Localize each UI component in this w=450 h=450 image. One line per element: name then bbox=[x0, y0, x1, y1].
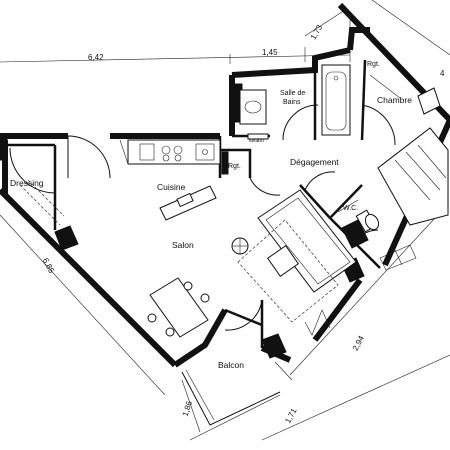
room-label-salon: Salon bbox=[172, 240, 194, 250]
balcony bbox=[181, 361, 293, 426]
room-label-degagement: Dégagement bbox=[290, 157, 339, 167]
dim-balcony-left: 1,86 bbox=[181, 399, 195, 417]
label-lavabo: lavabo bbox=[249, 138, 264, 144]
bedroom-furniture bbox=[369, 74, 449, 271]
salon-furniture bbox=[231, 189, 357, 336]
room-label-rgt-kitchen: Rgt. bbox=[228, 163, 241, 170]
column-left-2 bbox=[54, 225, 79, 251]
dim-left-diag: 6,85 bbox=[41, 257, 57, 275]
room-label-dressing: Dressing bbox=[10, 178, 44, 188]
dim-top-width: 6,42 bbox=[88, 53, 104, 62]
column-kitchen bbox=[221, 151, 229, 175]
room-label-balcon: Balcon bbox=[218, 360, 244, 370]
column-left-1 bbox=[0, 137, 8, 161]
room-label-salle-de-bains-2: Bains bbox=[283, 99, 301, 106]
dim-balcony-bottom: 1,71 bbox=[283, 406, 299, 424]
room-label-wc: W.C. bbox=[343, 205, 358, 212]
dining-table bbox=[147, 277, 210, 338]
dim-top-far: 4 bbox=[440, 69, 445, 78]
room-label-cuisine: Cuisine bbox=[157, 182, 186, 192]
room-label-chambre: Chambre bbox=[377, 95, 412, 105]
dressing-rail bbox=[19, 179, 65, 226]
dim-top-mid: 1,45 bbox=[262, 48, 278, 57]
wc-fixtures bbox=[337, 199, 380, 233]
dim-top-right: 1,73 bbox=[309, 23, 325, 41]
room-label-rgt-bedroom: Rgt. bbox=[367, 61, 380, 68]
column-wc bbox=[341, 219, 369, 249]
dim-right-diag: 2,94 bbox=[351, 334, 367, 352]
kitchen-island bbox=[159, 185, 217, 221]
bathroom-fixtures bbox=[239, 64, 351, 140]
column-balcony bbox=[261, 333, 287, 359]
room-label-salle-de-bains-1: Salle de bbox=[280, 90, 305, 97]
kitchen-counter bbox=[119, 139, 221, 165]
